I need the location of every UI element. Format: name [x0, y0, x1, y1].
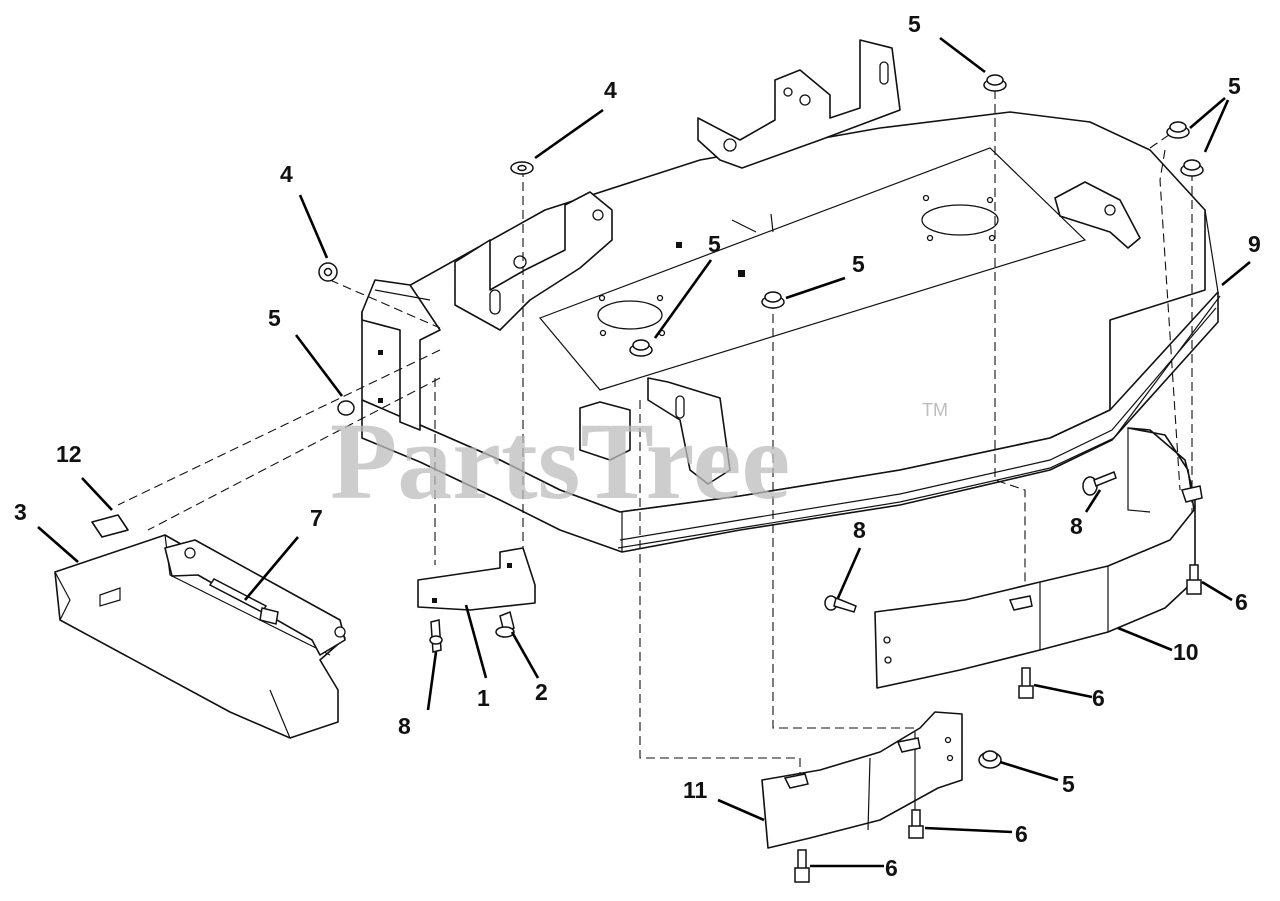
carriage-bolt-part-2	[495, 610, 515, 638]
callout-5-top: 5	[908, 11, 921, 37]
callout-2: 2	[535, 679, 548, 705]
callout-10: 10	[1173, 639, 1199, 665]
hardware	[318, 74, 1204, 883]
front-center-bracket	[579, 377, 731, 485]
callout-4-left: 4	[280, 161, 293, 187]
callout-5-center-left: 5	[708, 231, 721, 257]
flange-nut-5-bottom	[978, 750, 1002, 769]
bolt-part-8-left	[429, 619, 443, 653]
hinge-rod-part-7	[208, 578, 279, 625]
baffle-part-10	[874, 427, 1203, 689]
callout-5-left: 5	[268, 305, 281, 331]
decal-part-12	[91, 514, 129, 538]
bolt-6-bottom-right	[908, 809, 924, 839]
callout-8-right: 8	[1070, 513, 1083, 539]
callout-7: 7	[310, 505, 323, 531]
callout-5-right-top: 5	[1228, 73, 1241, 99]
leader-lines	[37, 36, 1251, 868]
callout-9: 9	[1248, 231, 1261, 257]
mount-bracket-part-1	[417, 547, 536, 611]
callout-labels: 5 4 5 4 9 5 5 5 12 3 7 8 8 6 10 1 2 8 6 …	[14, 11, 1261, 881]
discharge-chute-part-3	[54, 534, 346, 739]
callout-1: 1	[477, 685, 490, 711]
bolt-6-right	[1186, 564, 1202, 595]
washer-4-left	[318, 262, 338, 282]
right-side-bracket	[1054, 181, 1141, 249]
front-left-corner-bracket	[361, 279, 441, 431]
callout-4-top: 4	[604, 77, 617, 103]
flange-nut-5-center-left	[629, 339, 653, 357]
watermark: PartsTree TM	[330, 400, 948, 522]
baffle-part-11	[761, 711, 963, 849]
flange-nut-5-left	[337, 400, 355, 416]
callout-6-bottom: 6	[885, 855, 898, 881]
deck-edge-trim-part-9	[617, 295, 1221, 549]
watermark-trademark: TM	[922, 400, 948, 420]
callout-6-bottom-right: 6	[1015, 821, 1028, 847]
callout-8-center: 8	[853, 517, 866, 543]
rear-hitch-bracket	[697, 39, 901, 169]
callout-8-left: 8	[398, 713, 411, 739]
callout-6-right: 6	[1235, 589, 1248, 615]
flange-nut-5-right-b	[1180, 159, 1204, 177]
callout-11: 11	[683, 777, 708, 803]
watermark-text: PartsTree	[330, 400, 790, 522]
flange-nut-5-right-a	[1166, 121, 1190, 139]
callout-3: 3	[14, 499, 27, 525]
flange-nut-5-center-right	[761, 291, 785, 309]
callout-5-bottom: 5	[1062, 771, 1075, 797]
bolt-8-center	[824, 595, 857, 613]
callout-6-center: 6	[1092, 685, 1105, 711]
bolt-6-center	[1018, 667, 1034, 699]
flange-nut-5-top-center	[983, 74, 1007, 92]
callout-5-center-right: 5	[852, 251, 865, 277]
washer-4-top	[510, 161, 534, 175]
left-hitch-bracket	[454, 191, 613, 331]
callout-12: 12	[56, 441, 82, 467]
bolt-6-bottom	[794, 849, 810, 883]
bolt-8-right	[1082, 471, 1117, 496]
